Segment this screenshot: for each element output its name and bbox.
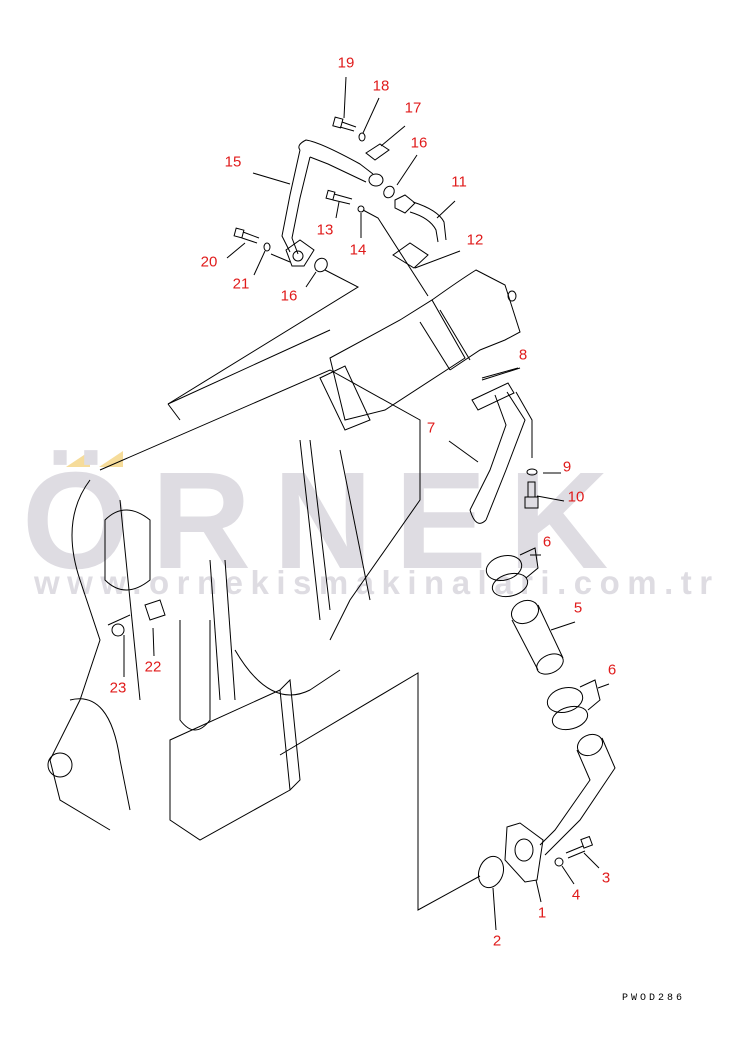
- washer-18-icon: [359, 133, 365, 141]
- callout-12[interactable]: 12: [466, 231, 484, 249]
- callout-1[interactable]: 1: [537, 904, 547, 922]
- callout-13[interactable]: 13: [316, 221, 334, 239]
- flange-half-17-icon: [366, 144, 389, 160]
- callout-10[interactable]: 10: [567, 488, 585, 506]
- callout-8[interactable]: 8: [518, 346, 528, 364]
- leader-lines: [124, 77, 609, 930]
- o-ring-16-icon: [382, 184, 397, 199]
- callout-20[interactable]: 20: [200, 253, 218, 271]
- pipe-1-icon: [505, 730, 615, 882]
- bolt-19-icon: [333, 117, 356, 131]
- washer-9-icon: [527, 469, 537, 475]
- callout-23[interactable]: 23: [109, 679, 127, 697]
- hose-clamp-6-lower-icon: [545, 680, 600, 733]
- washer-14-icon: [358, 206, 364, 212]
- callout-6[interactable]: 6: [542, 533, 552, 551]
- callout-16[interactable]: 16: [410, 134, 428, 152]
- callout-2[interactable]: 2: [492, 932, 502, 950]
- washer-21-icon: [264, 243, 270, 251]
- callout-4[interactable]: 4: [571, 886, 581, 904]
- tube-15-icon: [282, 140, 383, 266]
- engine-block-icon: [48, 330, 420, 840]
- pipe-11-icon: [395, 195, 446, 242]
- hose-clamp-6-icon: [484, 548, 538, 600]
- callout-18[interactable]: 18: [372, 77, 390, 95]
- hose-5-icon: [508, 596, 567, 678]
- callout-17[interactable]: 17: [404, 99, 422, 117]
- callout-3[interactable]: 3: [601, 869, 611, 887]
- callout-9[interactable]: 9: [562, 458, 572, 476]
- bolt-10-icon: [525, 482, 538, 508]
- callout-16-lower[interactable]: 16: [280, 287, 298, 305]
- gasket-8-icon: [482, 368, 520, 380]
- turbocharger-icon: [320, 270, 520, 430]
- callout-7[interactable]: 7: [426, 419, 436, 437]
- pipe-7-icon: [470, 383, 532, 523]
- washer-4-icon: [555, 858, 563, 866]
- bolt-3-icon: [566, 837, 592, 858]
- gasket-12-icon: [393, 243, 460, 268]
- callout-14[interactable]: 14: [349, 241, 367, 259]
- bolt-20-icon: [234, 228, 259, 243]
- callout-15[interactable]: 15: [224, 153, 242, 171]
- bolt-13-icon: [326, 190, 352, 204]
- callout-22[interactable]: 22: [144, 658, 162, 676]
- o-ring-2-icon: [474, 853, 507, 891]
- drawing-code: PWOD286: [622, 993, 686, 1004]
- callout-19[interactable]: 19: [337, 54, 355, 72]
- watermark-logo: ÖRNEK: [22, 444, 631, 598]
- callout-11[interactable]: 11: [451, 173, 467, 191]
- callout-21[interactable]: 21: [232, 275, 250, 293]
- callout-5[interactable]: 5: [573, 599, 583, 617]
- callout-6-lower[interactable]: 6: [607, 661, 617, 679]
- o-ring-16-lower-icon: [312, 256, 329, 274]
